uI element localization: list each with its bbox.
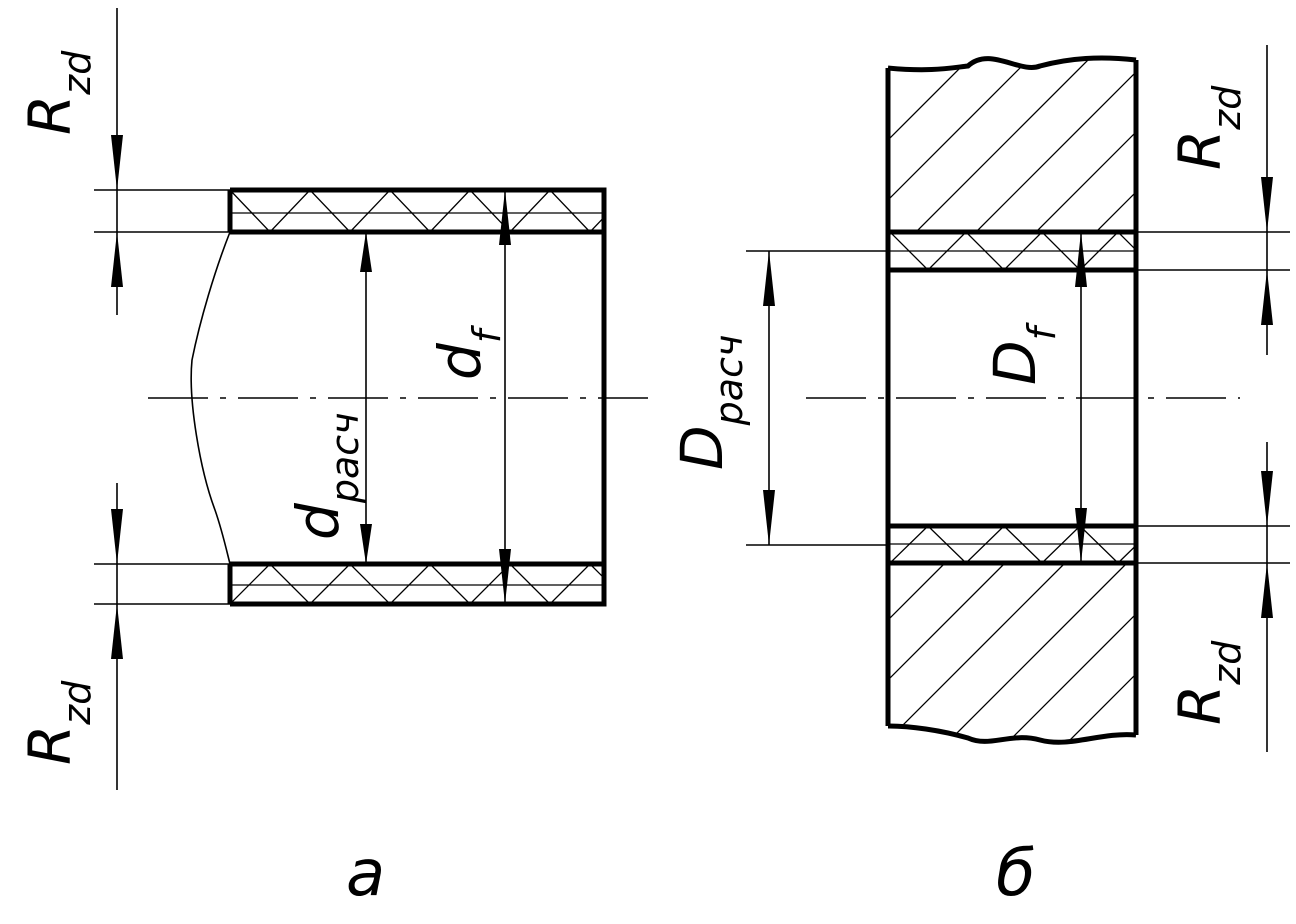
label-rzd-bottom: Rzd	[16, 680, 99, 765]
arrow-icon	[111, 232, 123, 287]
label-D-pach: Dрасч	[668, 335, 751, 470]
arrow-icon	[360, 232, 372, 272]
arrow-icon	[499, 190, 511, 245]
arrow-icon	[360, 524, 372, 564]
label-d-f: df	[426, 324, 509, 380]
caption-a: а	[346, 837, 385, 911]
label-D-f: Df	[981, 321, 1064, 385]
arrow-icon	[1075, 232, 1087, 287]
part-outline	[230, 187, 607, 607]
arrow-icon	[763, 490, 775, 545]
body-hatch-top	[888, 58, 1136, 232]
break-line-top	[887, 55, 1137, 73]
arrow-icon	[1261, 270, 1273, 325]
arrow-icon	[111, 509, 123, 564]
label-rzd-top-right: Rzd	[1166, 85, 1249, 170]
arrow-icon	[763, 251, 775, 306]
label-d-pach: dрасч	[284, 412, 367, 540]
coating-hatch-top	[230, 190, 604, 232]
arrow-icon	[111, 604, 123, 659]
caption-b: б	[996, 837, 1035, 911]
arrow-icon	[1261, 471, 1273, 526]
arrow-icon	[1261, 563, 1273, 618]
arrow-icon	[111, 135, 123, 190]
arrow-icon	[1075, 508, 1087, 563]
figure-b: Rzd Rzd Df Dрасч б	[668, 45, 1290, 911]
arrow-icon	[499, 549, 511, 604]
break-line-bottom	[887, 723, 1137, 745]
figure-a: Rzd Rzd df dрасч а	[16, 8, 648, 911]
arrow-icon	[1261, 177, 1273, 232]
coating-hatch-bottom	[230, 564, 604, 604]
coating-hatch-bottom	[890, 526, 1134, 563]
body-hatch-bottom	[888, 563, 1136, 743]
label-rzd-top: Rzd	[16, 50, 99, 135]
label-rzd-bottom-right: Rzd	[1166, 640, 1249, 725]
coating-hatch-top	[890, 232, 1134, 270]
break-line	[190, 231, 231, 565]
